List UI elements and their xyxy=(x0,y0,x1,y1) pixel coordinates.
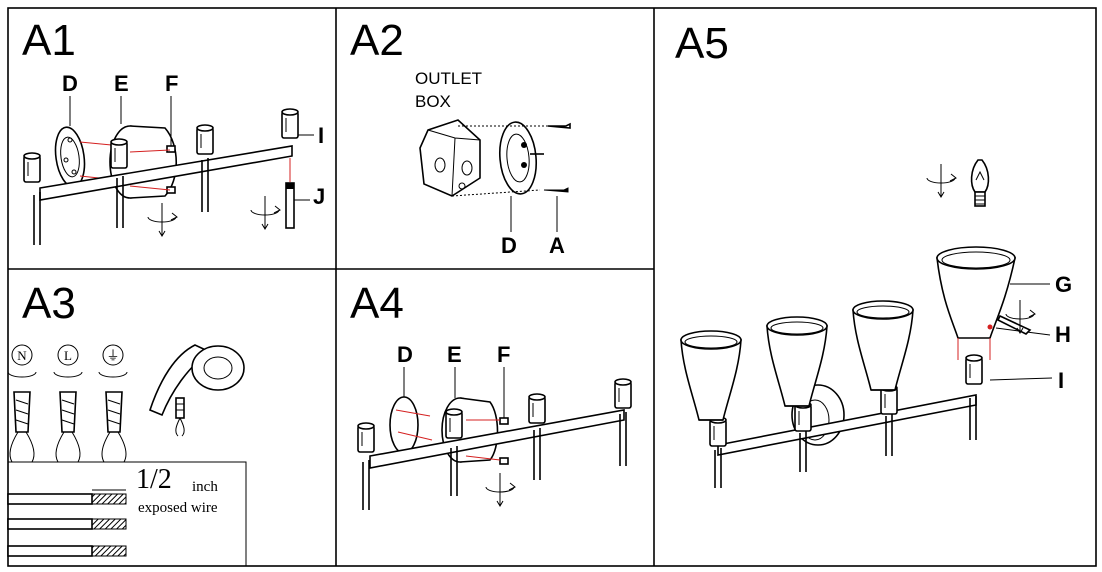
rotate-arrow-icon xyxy=(485,472,516,507)
light-bulb-icon xyxy=(970,159,990,207)
panel-a5: A5 G H I xyxy=(675,19,1072,488)
label-h: H xyxy=(1055,322,1071,347)
rod-j xyxy=(285,158,310,229)
strip-length-box: 1/2 inch exposed wire xyxy=(7,461,247,567)
label-e: E xyxy=(114,71,129,96)
panel-a1-title: A1 xyxy=(22,16,76,65)
strip-length-fraction: 1/2 xyxy=(136,464,172,495)
panel-a4-title: A4 xyxy=(350,279,404,328)
rotate-arrow-icon xyxy=(147,202,178,237)
fixture-arm-a1 xyxy=(23,108,314,245)
wire-nuts xyxy=(9,391,127,463)
rotate-arrow-icon xyxy=(926,163,957,198)
label-d: D xyxy=(397,342,413,367)
label-g: G xyxy=(1055,272,1072,297)
mounting-plate-d xyxy=(54,96,86,188)
fixture-arm-a5 xyxy=(709,354,983,488)
panel-grid xyxy=(7,7,1097,567)
screws-a xyxy=(530,122,571,232)
panel-a1: A1 D E F I J xyxy=(22,16,325,245)
outlet-label-line2: BOX xyxy=(415,92,451,111)
ground-symbol-text: ⏚ xyxy=(106,348,119,363)
panel-a5-title: A5 xyxy=(675,19,729,68)
label-d: D xyxy=(501,233,517,258)
neutral-symbol-text: N xyxy=(17,348,27,363)
rotate-arrow-icon xyxy=(1005,299,1036,334)
label-e: E xyxy=(447,342,462,367)
label-i: I xyxy=(1058,368,1064,393)
neutral-symbol: N xyxy=(7,344,37,378)
panel-a3: A3 N L ⏚ xyxy=(7,279,247,567)
electrical-tape-icon xyxy=(149,344,245,437)
panel-a2: A2 OUTLET BOX D A xyxy=(350,16,571,258)
outlet-label-line1: OUTLET xyxy=(415,69,482,88)
panel-a4: A4 D E F xyxy=(350,279,632,510)
live-symbol-text: L xyxy=(64,348,72,363)
mounting-plate-d xyxy=(498,121,538,232)
fixture-arm-a4 xyxy=(357,378,632,510)
ground-symbol: ⏚ xyxy=(98,344,128,378)
label-d: D xyxy=(62,71,78,96)
label-f: F xyxy=(165,71,178,96)
panel-a2-title: A2 xyxy=(350,16,404,65)
rotate-arrow-icon xyxy=(250,195,281,230)
live-symbol: L xyxy=(53,344,83,378)
screws-f xyxy=(166,96,176,194)
lamp-shades xyxy=(680,246,1053,421)
label-a: A xyxy=(549,233,565,258)
outlet-box xyxy=(419,119,481,197)
label-j: J xyxy=(313,184,325,209)
exposed-wire-caption: exposed wire xyxy=(138,500,218,516)
strip-length-unit: inch xyxy=(192,479,218,495)
label-f: F xyxy=(497,342,510,367)
panel-a3-title: A3 xyxy=(22,279,76,328)
label-i: I xyxy=(318,123,324,148)
